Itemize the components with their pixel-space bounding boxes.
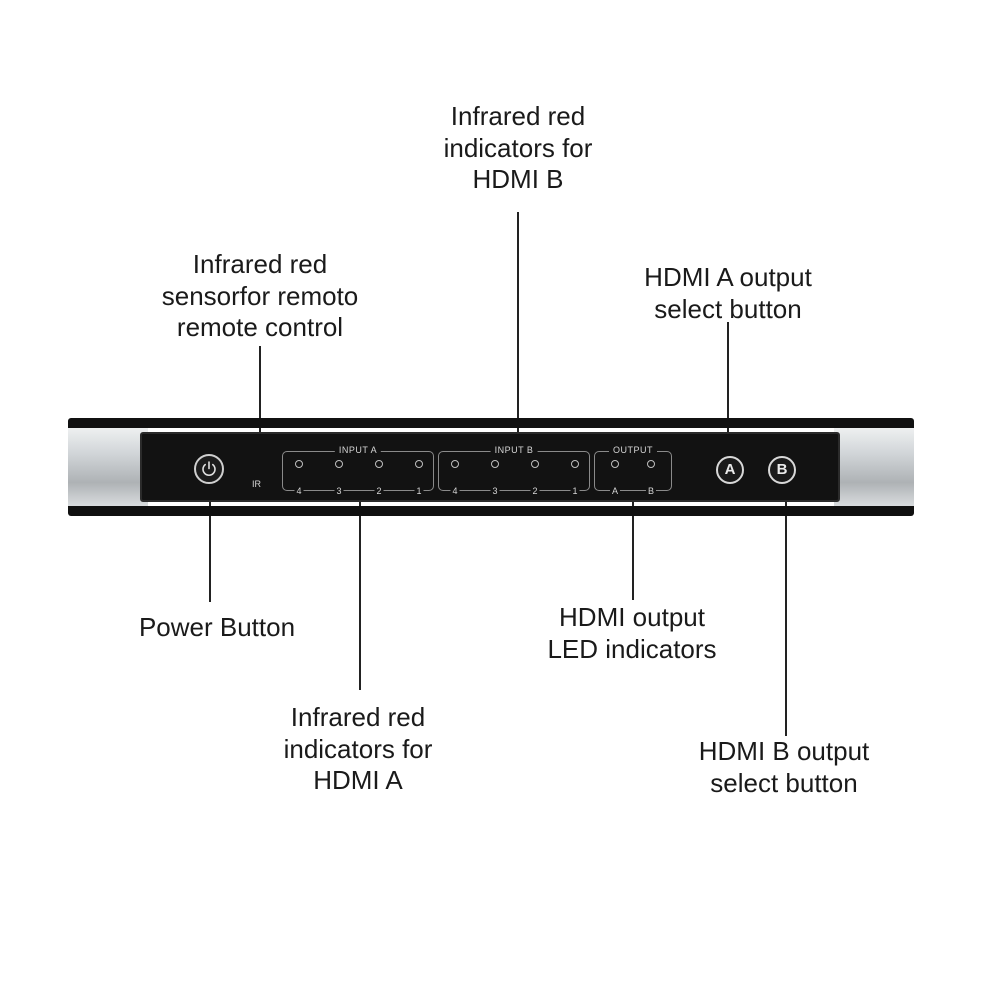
input-b-led-2: [531, 460, 539, 468]
hdmi-matrix-device: IR INPUT A 4 3 2 1 INPUT B 4 3 2 1: [68, 418, 914, 516]
output-title: OUTPUT: [609, 445, 657, 455]
leader-hdmi-a-output: [727, 322, 729, 452]
device-top-edge: [68, 418, 914, 428]
callout-line: indicators for: [443, 132, 593, 163]
callout-hdmi-a-output: HDMI A output select button: [644, 262, 812, 325]
callout-line: Infrared red: [450, 101, 586, 131]
input-b-led-1: [571, 460, 579, 468]
callout-line: HDMI output: [559, 602, 705, 632]
input-b-label-2: 2: [530, 486, 540, 496]
device-left-end-cap: [68, 428, 148, 506]
callout-line: LED indicators: [547, 633, 717, 664]
leader-power: [209, 484, 211, 602]
input-b-label-1: 1: [570, 486, 580, 496]
input-b-title: INPUT B: [490, 445, 538, 455]
callout-line: Power Button: [138, 612, 296, 642]
input-a-title: INPUT A: [334, 445, 382, 455]
callout-hdmi-b-output: HDMI B output select button: [699, 736, 870, 799]
front-panel: IR INPUT A 4 3 2 1 INPUT B 4 3 2 1: [140, 432, 840, 502]
power-icon: [202, 461, 216, 476]
callout-line: indicators for: [283, 733, 433, 764]
power-button[interactable]: [194, 454, 224, 484]
callout-output-led: HDMI output LED indicators: [547, 602, 716, 665]
input-a-group: INPUT A 4 3 2 1: [282, 445, 434, 496]
input-b-led-3: [491, 460, 499, 468]
input-a-label-4: 4: [294, 486, 304, 496]
hdmi-b-output-button[interactable]: B: [768, 456, 796, 484]
callout-line: HDMI A: [313, 765, 403, 796]
callout-line: Infrared red: [192, 249, 328, 279]
callout-line: select button: [710, 767, 858, 798]
output-led-b: [647, 460, 655, 468]
leader-ir-sensor: [259, 346, 261, 464]
input-a-led-3: [335, 460, 343, 468]
input-a-led-4: [295, 460, 303, 468]
input-a-led-1: [415, 460, 423, 468]
leader-hdmi-b-output: [785, 486, 787, 736]
input-a-label-2: 2: [374, 486, 384, 496]
output-led-a: [611, 460, 619, 468]
hdmi-a-output-button[interactable]: A: [716, 456, 744, 484]
input-b-group: INPUT B 4 3 2 1: [438, 445, 590, 496]
callout-ir-hdmi-a: Infrared red indicators for HDMI A: [284, 702, 433, 797]
callout-ir-hdmi-b: Infrared red indicators for HDMI B: [444, 101, 593, 196]
input-a-label-3: 3: [334, 486, 344, 496]
callout-line: sensorfor remoto: [161, 280, 359, 311]
leader-output-led: [632, 500, 634, 600]
output-label-a: A: [609, 486, 621, 496]
callout-power: Power Button: [139, 612, 295, 644]
ir-sensor-label: IR: [252, 479, 261, 489]
callout-ir-sensor: Infrared red sensorfor remoto remote con…: [162, 249, 359, 344]
callout-line: HDMI B: [472, 164, 564, 195]
input-b-label-3: 3: [490, 486, 500, 496]
callout-line: select button: [654, 293, 802, 324]
callout-line: HDMI B output: [698, 736, 870, 766]
input-a-label-1: 1: [414, 486, 424, 496]
callout-line: remote control: [176, 312, 344, 343]
leader-ir-hdmi-a: [359, 490, 361, 690]
callout-line: Infrared red: [290, 702, 426, 732]
callout-line: HDMI A output: [644, 262, 812, 292]
device-right-end-cap: [834, 428, 914, 506]
output-group: OUTPUT A B: [594, 445, 672, 496]
input-b-led-4: [451, 460, 459, 468]
output-label-b: B: [645, 486, 657, 496]
input-a-led-2: [375, 460, 383, 468]
leader-ir-hdmi-b: [517, 212, 519, 444]
device-bottom-edge: [68, 506, 914, 516]
input-b-label-4: 4: [450, 486, 460, 496]
